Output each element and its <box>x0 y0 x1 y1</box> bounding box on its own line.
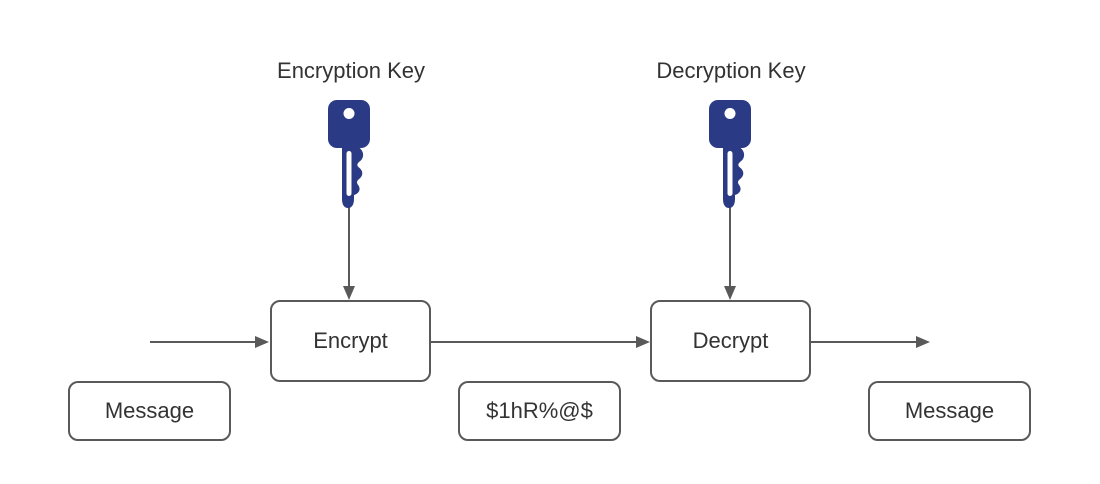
arrow-plaintext-output <box>811 336 930 348</box>
decrypt-box: Decrypt <box>650 300 811 382</box>
encrypt-box: Encrypt <box>270 300 431 382</box>
arrow-plaintext-input <box>150 336 269 348</box>
message-output-box: Message <box>868 381 1031 441</box>
encryption-key-label: Encryption Key <box>277 58 425 83</box>
decryption-key-icon <box>709 100 751 208</box>
encryption-key-icon <box>328 100 370 208</box>
arrow-encrypt-to-decrypt <box>431 336 650 348</box>
arrow-encryption-key-to-encrypt <box>343 206 355 300</box>
decryption-key-label: Decryption Key <box>656 58 806 83</box>
ciphertext-box: $1hR%@$ <box>458 381 621 441</box>
arrow-decryption-key-to-decrypt <box>724 206 736 300</box>
message-input-box: Message <box>68 381 231 441</box>
